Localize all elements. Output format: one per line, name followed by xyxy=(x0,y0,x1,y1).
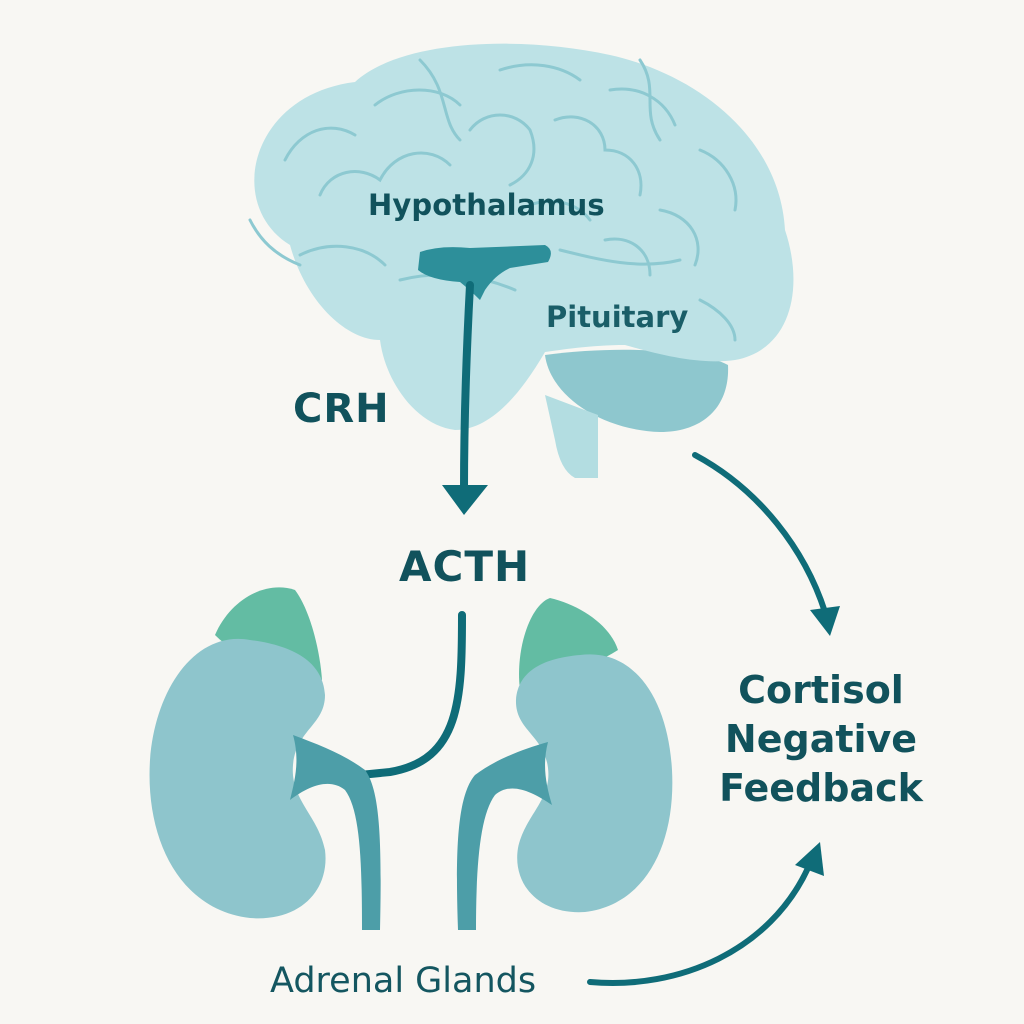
right-kidney xyxy=(515,654,673,913)
brain-folds xyxy=(248,58,738,342)
feedback-arrowhead-bottom xyxy=(795,842,824,876)
cerebellum xyxy=(545,349,729,432)
left-kidney-group xyxy=(149,587,381,930)
cortisol-feedback-label: Cortisol Negative Feedback xyxy=(719,668,923,810)
crh-arrowhead xyxy=(442,485,488,515)
left-kidney xyxy=(149,638,326,919)
adrenal-glands-label: Adrenal Glands xyxy=(270,961,537,1001)
crh-label: CRH xyxy=(293,386,390,432)
brainstem xyxy=(545,395,598,478)
acth-label: ACTH xyxy=(399,542,531,591)
hypothalamus-label: Hypothalamus xyxy=(368,188,605,222)
right-renal-pelvis xyxy=(456,742,552,930)
pituitary-label: Pituitary xyxy=(546,300,689,334)
left-renal-pelvis xyxy=(290,735,381,930)
feedback-arrowhead-top xyxy=(810,606,840,636)
right-kidney-group xyxy=(456,598,673,930)
brain xyxy=(248,43,794,478)
crh-arrow xyxy=(460,281,474,494)
feedback-arrow-bottom xyxy=(587,865,811,986)
hypothalamus-region xyxy=(418,245,551,300)
feedback-arrow-top xyxy=(692,452,828,615)
acth-vessel xyxy=(346,611,466,780)
